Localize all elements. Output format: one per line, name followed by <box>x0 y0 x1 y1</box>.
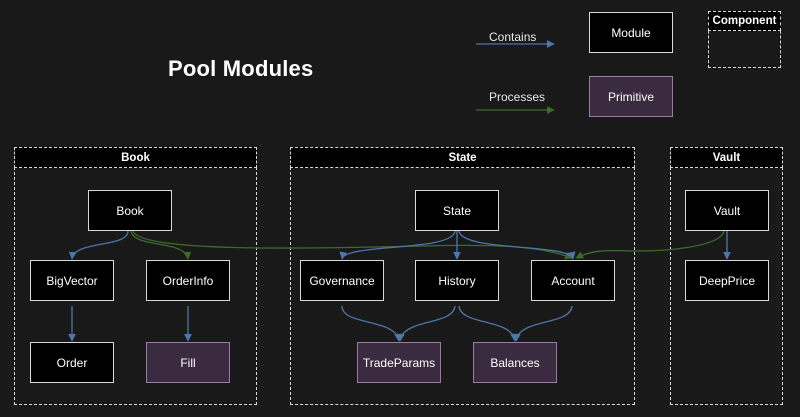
node-state[interactable]: State <box>415 190 499 231</box>
node-tradeparams[interactable]: TradeParams <box>357 342 441 383</box>
node-orderinfo[interactable]: OrderInfo <box>146 260 230 301</box>
group-book-label: Book <box>14 147 257 168</box>
page-title: Pool Modules <box>168 56 314 81</box>
legend-component-label: Component <box>708 11 781 31</box>
legend-contains-label: Contains <box>489 30 537 44</box>
node-deepprice[interactable]: DeepPrice <box>685 260 769 301</box>
legend-primitive-box: Primitive <box>589 76 673 117</box>
legend-processes-label: Processes <box>489 90 546 104</box>
node-bigvector[interactable]: BigVector <box>30 260 114 301</box>
node-vault[interactable]: Vault <box>685 190 769 231</box>
group-vault-label: Vault <box>670 147 783 168</box>
node-balances[interactable]: Balances <box>473 342 557 383</box>
node-history[interactable]: History <box>415 260 499 301</box>
legend-module-box: Module <box>589 12 673 53</box>
node-fill[interactable]: Fill <box>146 342 230 383</box>
node-book[interactable]: Book <box>88 190 172 231</box>
node-governance[interactable]: Governance <box>300 260 384 301</box>
group-state-label: State <box>290 147 635 168</box>
node-order[interactable]: Order <box>30 342 114 383</box>
node-account[interactable]: Account <box>531 260 615 301</box>
